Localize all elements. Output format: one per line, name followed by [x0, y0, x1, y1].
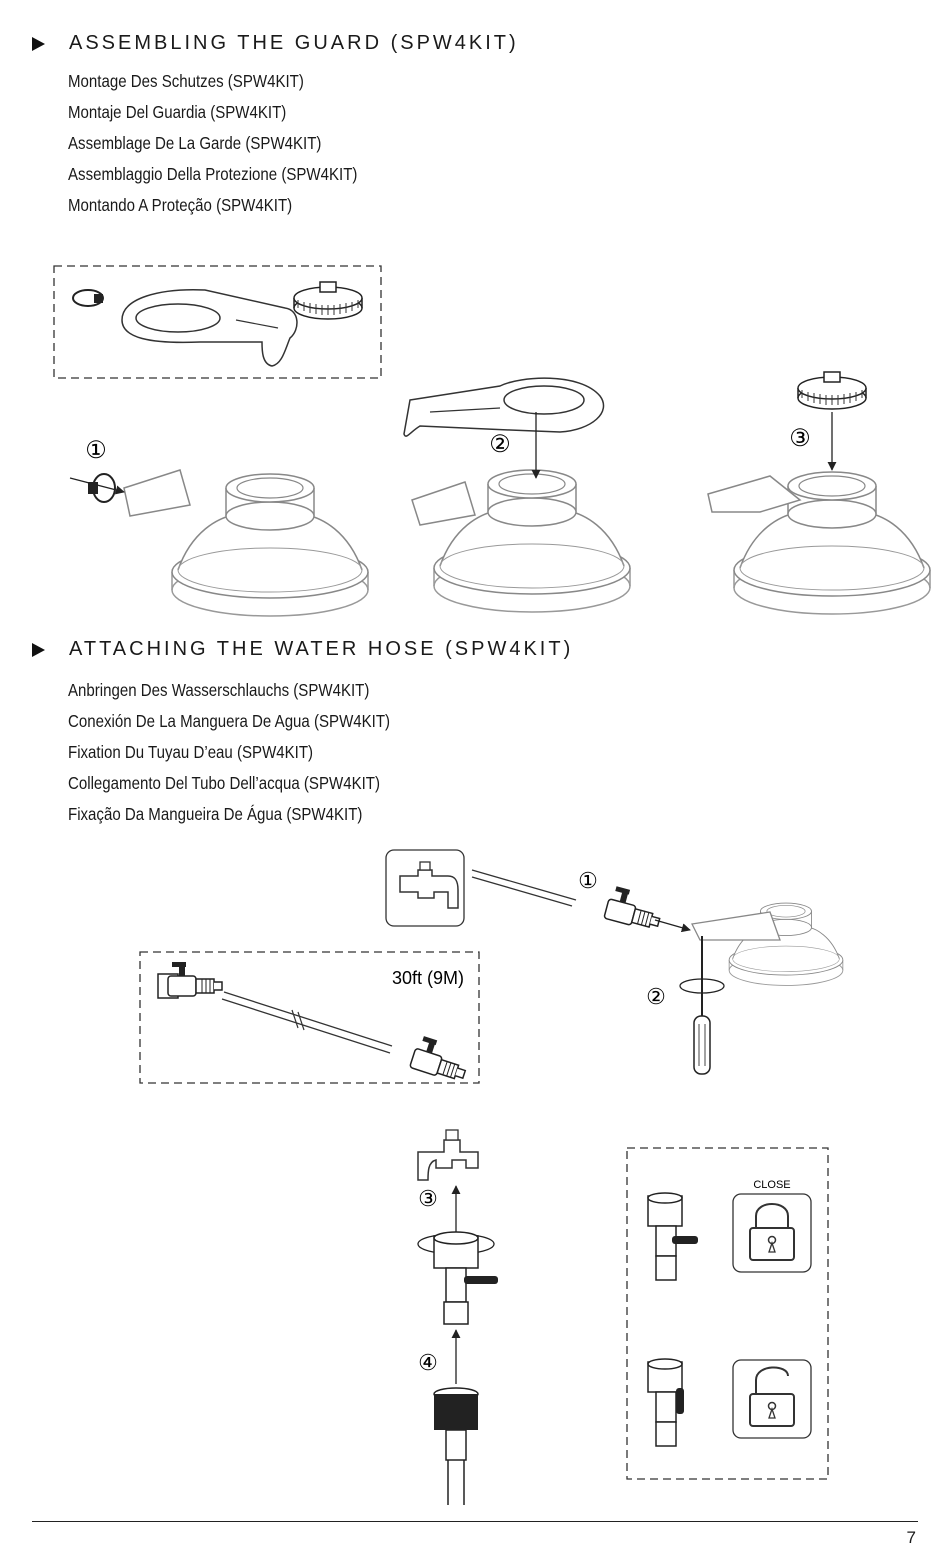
translations-list-guard: Montage Des Schutzes (SPW4KIT) Montaje D…: [68, 66, 357, 221]
step3-number: ③: [789, 425, 811, 452]
guard-bracket: [121, 289, 298, 367]
bullet-triangle-icon: [32, 642, 45, 657]
hose-line: [223, 991, 393, 1047]
translation-es: Conexión De La Manguera De Agua (SPW4KIT…: [68, 711, 391, 731]
hose-end-valve: [408, 1034, 473, 1085]
footer-divider: [32, 1521, 918, 1522]
shroud-nozzle: [123, 469, 191, 517]
tap-adapter-fitting: [433, 1231, 498, 1325]
step1-number: ①: [85, 437, 107, 464]
hose-connector: [433, 1387, 479, 1505]
hose-step1-arrow: [654, 919, 691, 933]
step2-number: ②: [489, 431, 511, 458]
screwdriver: [693, 936, 711, 1075]
translations-list-hose: Anbringen Des Wasserschlauchs (SPW4KIT) …: [68, 675, 390, 830]
faucet-icon: [399, 861, 459, 909]
page-number: 7: [906, 1528, 916, 1547]
hose-step1-number: ①: [578, 868, 598, 893]
hose-step4-number: ④: [418, 1350, 438, 1375]
section-title-attaching-hose: ATTACHING THE WATER HOSE (SPW4KIT): [32, 638, 573, 661]
hose-step3-number: ③: [418, 1186, 438, 1211]
parts-box-guard: [53, 265, 382, 379]
section-title-text: ATTACHING THE WATER HOSE (SPW4KIT): [69, 638, 574, 660]
translation-es: Montaje Del Guardia (SPW4KIT): [68, 102, 287, 122]
lock-closed-icon: [749, 1203, 795, 1261]
translation-it: Collegamento Del Tubo Dell’acqua (SPW4KI…: [68, 773, 381, 793]
step1-arrow: [69, 477, 125, 495]
guard-bracket-step2: [403, 377, 605, 437]
valve-open: [647, 1358, 684, 1447]
translation-de: Montage Des Schutzes (SPW4KIT): [68, 71, 304, 91]
section-title-assembling-guard: ASSEMBLING THE GUARD (SPW4KIT): [32, 32, 519, 55]
translation-fr: Fixation Du Tuyau D’eau (SPW4KIT): [68, 742, 314, 762]
small-hose-clamp: [72, 289, 104, 307]
translation-pt: Montando A Proteção (SPW4KIT): [68, 195, 293, 215]
shroud-step1: [171, 473, 369, 617]
translation-it: Assemblaggio Della Protezione (SPW4KIT): [68, 164, 358, 184]
step3-hose-clamp: [797, 371, 867, 410]
translation-pt: Fixação Da Mangueira De Água (SPW4KIT): [68, 804, 363, 824]
lock-open-icon: [749, 1366, 795, 1427]
section-title-text: ASSEMBLING THE GUARD (SPW4KIT): [69, 32, 519, 54]
hose-length-label: 30ft (9M): [392, 968, 464, 988]
translation-de: Anbringen Des Wasserschlauchs (SPW4KIT): [68, 680, 370, 700]
hose-tap-adapter: [157, 961, 223, 999]
large-hose-clamp: [293, 281, 363, 320]
translation-fr: Assemblage De La Garde (SPW4KIT): [68, 133, 322, 153]
bullet-triangle-icon: [32, 36, 45, 51]
valve-state-box: [626, 1147, 829, 1480]
hose-step2-number: ②: [646, 984, 666, 1009]
close-label: CLOSE: [753, 1179, 790, 1191]
rotate-icon: [679, 978, 725, 994]
hose-kit-box: [139, 951, 480, 1084]
quick-connect-valve: [603, 884, 666, 933]
tap-faucet: [417, 1129, 479, 1181]
step1-clamp-fitting: [88, 473, 116, 503]
valve-closed: [647, 1192, 698, 1281]
